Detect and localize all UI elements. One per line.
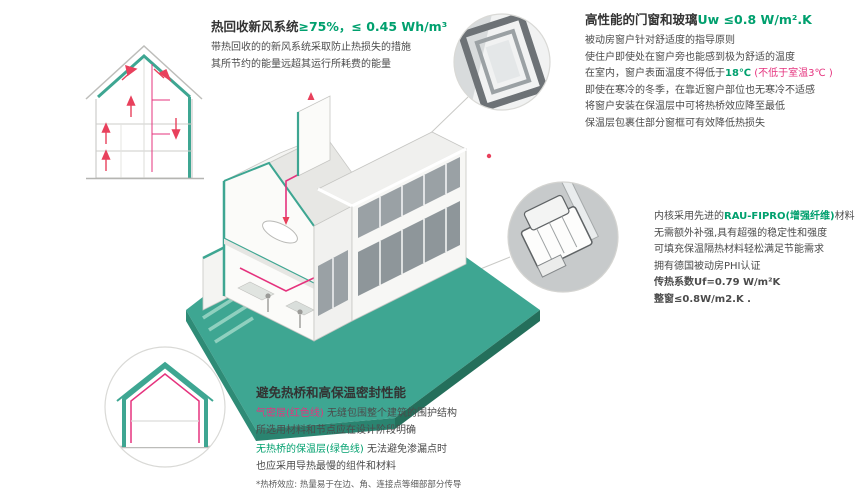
windows-title: 高性能的门窗和玻璃Uw ≤0.8 W/m².K	[585, 12, 865, 28]
glass-facade-lower	[358, 201, 460, 296]
frame-uw-value: 整窗≤0.8W/m2.K .	[654, 293, 751, 305]
insulation-layer-label: 无热桥的保温层(绿色线)	[256, 444, 364, 455]
furniture	[237, 281, 275, 301]
windows-line-2: 使住户即使处在窗户旁也能感到极为舒适的温度	[585, 51, 795, 63]
people-figures	[265, 293, 303, 328]
main-house-illustration	[186, 92, 540, 441]
frame-line-3: 可填充保温隔热材料轻松满足节能需求	[654, 244, 824, 255]
ventilation-title-text: 热回收新风系统	[211, 19, 299, 34]
thermal-line-4: 也应采用导热最慢的组件和材料	[256, 460, 396, 472]
airflow-arrows	[101, 64, 181, 171]
frame-line-2: 无需额外补强,具有超强的稳定性和强度	[654, 227, 828, 239]
frame-uf-value: 传热系数Uf=0.79 W/m²K	[654, 277, 781, 288]
thermal-footnote: *热桥效应: 热量易于在边、角、连接点等细部部分传导	[256, 480, 462, 490]
window-mullions	[379, 164, 447, 285]
windows-line-3: 在室内，窗户表面温度不得低于18℃ (不低于室温3℃ )	[585, 67, 865, 81]
ventilation-line-1: 带热回收的的新风系统采取防止热损失的措施	[211, 42, 411, 53]
windows-line-1: 被动房窗户针对舒适度的指导原则	[585, 35, 735, 46]
thermal-line-1: 气密层(红色线) 无缝包围整个建筑的围护结构	[256, 407, 556, 421]
windows-line-3-pre: 在室内，窗户表面温度不得低于	[585, 68, 725, 79]
windows-title-value: Uw ≤0.8 W/m².K	[697, 12, 812, 27]
windows-title-text: 高性能的门窗和玻璃	[585, 12, 698, 27]
ventilation-title: 热回收新风系统≥75%，≤ 0.45 Wh/m³	[211, 19, 469, 35]
ventilation-house-illustration	[85, 44, 204, 180]
insulation-outline	[122, 364, 208, 447]
windows-line-5: 将窗户安装在保温层中可将热桥效应降至最低	[585, 101, 785, 112]
ventilation-line-2: 其所节约的能量远超其运行所耗费的能量	[211, 58, 391, 70]
windows-line-4: 即使在寒冷的冬季，在靠近窗户部位也无寒冷不适感	[585, 84, 815, 96]
frame-line-1-post: 材料	[834, 211, 855, 222]
thermal-envelope-diagram	[104, 346, 226, 468]
frame-line-4: 拥有德国被动房PHI认证	[654, 260, 761, 272]
airtight-red-line	[130, 373, 200, 443]
frame-line-1: 内核采用先进的RAU-FIPRO(增强纤维)材料	[654, 210, 865, 224]
windows-line-3-value: 18℃	[725, 68, 752, 79]
thermal-line-1-rest: 无缝包围整个建筑的围护结构	[323, 408, 457, 419]
window-profile-photo	[507, 181, 619, 293]
thermal-line-2: 所选用材料和节点应在设计阶段明确	[256, 424, 416, 436]
insulation-green-line	[116, 361, 214, 402]
bathtub	[262, 220, 298, 244]
glass-facade-upper	[358, 157, 460, 238]
frame-material-section: 内核采用先进的RAU-FIPRO(增强纤维)材料 无需额外补强,具有超强的稳定性…	[654, 210, 865, 309]
frame-line-1-pre: 内核采用先进的	[654, 211, 724, 222]
airtight-layer-label: 气密层(红色线)	[256, 408, 324, 419]
windows-line-6: 保温层包裹住部分窗框可有效降低热损失	[585, 117, 765, 129]
frame-line-1-value: RAU-FIPRO(增强纤维)	[724, 211, 835, 222]
thermal-line-3: 无热桥的保温层(绿色线) 无法避免渗漏点时	[256, 443, 556, 457]
thermal-section: 避免热桥和高保温密封性能 气密层(红色线) 无缝包围整个建筑的围护结构 所选用材…	[256, 385, 556, 492]
thermal-title: 避免热桥和高保温密封性能	[256, 385, 407, 400]
ventilation-section: 热回收新风系统≥75%，≤ 0.45 Wh/m³ 带热回收的的新风系统采取防止热…	[211, 19, 469, 74]
thermal-line-3-rest: 无法避免渗漏点时	[363, 444, 447, 455]
window-corner-photo	[453, 13, 551, 111]
duct-lines-small	[151, 64, 170, 172]
windows-line-3-note: (不低于室温3℃ )	[751, 68, 833, 79]
ventilation-title-value: ≥75%，≤ 0.45 Wh/m³	[298, 19, 448, 34]
windows-section: 高性能的门窗和玻璃Uw ≤0.8 W/m².K 被动房窗户针对舒适度的指导原则 …	[585, 12, 865, 133]
